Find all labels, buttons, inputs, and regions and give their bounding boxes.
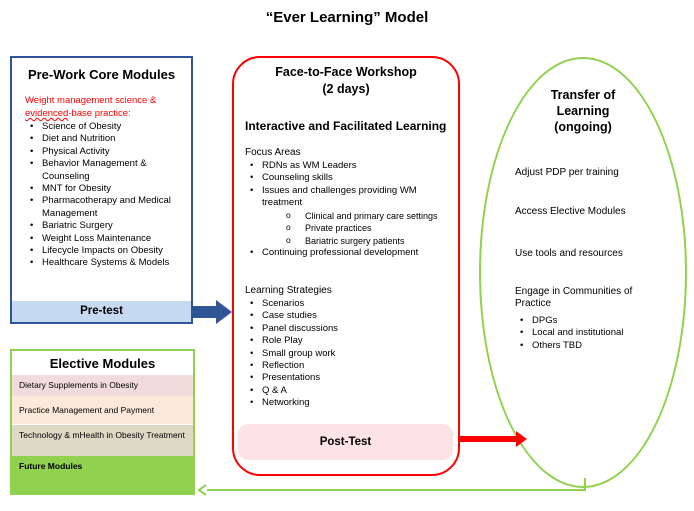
transfer-item-access-electives: Access Elective Modules [515,206,626,217]
prework-module-item: MNT for Obesity [25,183,190,196]
transfer-ellipse [479,57,687,488]
focus-area-item-label: Issues and challenges providing WM treat… [262,184,417,209]
community-item: DPGs [515,315,665,328]
focus-subitem: Bariatric surgery patients [262,234,455,248]
learning-strategies-heading: Learning Strategies [245,285,332,296]
prework-module-item: Behavior Management & Counseling [25,158,190,183]
green-return-line [207,478,586,491]
elective-title: Elective Modules [49,356,156,371]
strategy-item: Role Play [245,335,445,348]
strategy-item: Panel discussions [245,323,445,336]
learning-strategies-list: Scenarios Case studies Panel discussions… [245,298,445,410]
transfer-item-tools: Use tools and resources [515,248,623,259]
strategy-item: Scenarios [245,298,445,311]
community-item: Others TBD [515,340,665,353]
focus-areas-list: RDNs as WM Leaders Counseling skills Iss… [245,160,455,260]
strategy-item: Q & A [245,385,445,398]
elective-row-future: Future Modules [12,456,193,493]
transfer-title: Transfer of Learning (ongoing) [479,87,687,135]
prework-subtitle-underlined: evidenced [25,108,69,119]
workshop-title-line2: (2 days) [322,82,370,96]
strategy-item: Networking [245,397,445,410]
workshop-title-line1: Face-to-Face Workshop [275,65,417,79]
elective-row-supplements: Dietary Supplements in Obesity [12,375,193,396]
prework-module-item: Weight Loss Maintenance [25,233,190,246]
prework-title: Pre-Work Core Modules [27,67,176,82]
prework-module-item: Lifecycle Impacts on Obesity [25,245,190,258]
strategy-item: Case studies [245,310,445,323]
prework-module-list: Science of Obesity Diet and Nutrition Ph… [25,121,190,270]
prework-module-item: Pharmacotherapy and Medical Management [25,195,190,220]
posttest-bar: Post-Test [238,424,453,460]
strategy-item: Reflection [245,360,445,373]
workshop-subtitle: Interactive and Facilitated Learning [245,119,447,133]
focus-subitems-list: Clinical and primary care settings Priva… [262,209,455,248]
pretest-bar: Pre-test [12,301,191,322]
focus-areas-heading: Focus Areas [245,147,301,158]
prework-subtitle-line2: evidenced-base practice: [25,107,190,120]
prework-subtitle-line1: Weight management science & [25,95,157,106]
prework-subtitle: Weight management science & evidenced-ba… [25,94,190,120]
prework-module-item: Diet and Nutrition [25,133,190,146]
elective-row-practice-management: Practice Management and Payment [12,396,193,424]
focus-area-item: RDNs as WM Leaders [245,160,455,173]
focus-subitem: Private practices [262,221,455,235]
prework-subtitle-rest: -base practice: [68,108,131,119]
workshop-title: Face-to-Face Workshop (2 days) [232,64,460,98]
focus-area-item: Counseling skills [245,172,455,185]
transfer-item-adjust-pdp: Adjust PDP per training [515,167,619,178]
community-item: Local and institutional [515,327,665,340]
strategy-item: Presentations [245,372,445,385]
transfer-title-line1: Transfer of [550,88,616,102]
transfer-title-line3: (ongoing) [554,120,612,134]
prework-module-item: Healthcare Systems & Models [25,257,190,270]
prework-module-item: Bariatric Surgery [25,220,190,233]
prework-module-item: Science of Obesity [25,121,190,134]
transfer-item-communities: Engage in Communities of Practice [515,286,633,309]
prework-module-item: Physical Activity [25,146,190,159]
focus-subitem: Clinical and primary care settings [262,209,455,223]
focus-area-item: Continuing professional development [245,247,455,260]
blue-arrow-icon [193,300,232,324]
strategy-item: Small group work [245,348,445,361]
diagram-title: “Ever Learning” Model [265,9,429,26]
green-arrowhead-icon [197,484,207,496]
transfer-title-line2: Learning [556,104,610,118]
red-arrow-icon [460,431,527,447]
focus-area-item: Issues and challenges providing WM treat… [245,185,455,247]
elective-row-technology: Technology & mHealth in Obesity Treatmen… [12,425,193,456]
community-list: DPGs Local and institutional Others TBD [515,315,665,353]
